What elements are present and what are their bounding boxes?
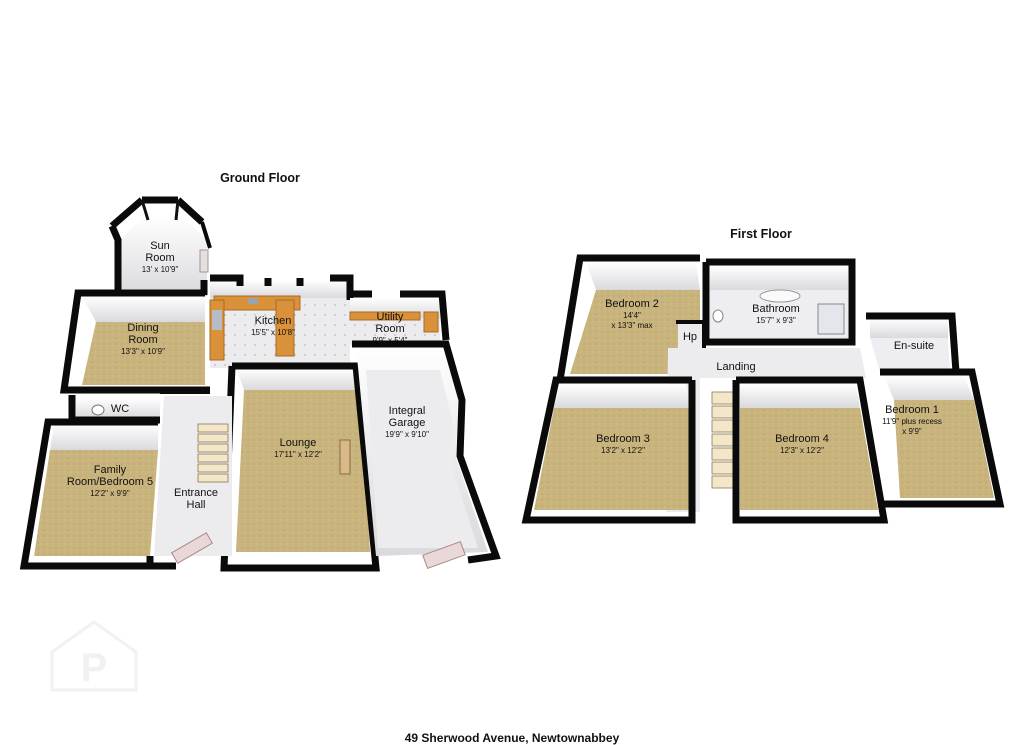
garage-label-2: Garage — [389, 417, 426, 429]
en-suite-label: En-suite — [894, 340, 934, 352]
wc: WC — [68, 395, 160, 424]
ground-floor-plan: Ground Floor Sun Room 13' x 10'9" Dining… — [19, 171, 501, 572]
en-suite: En-suite — [866, 312, 960, 373]
first-floor-title: First Floor — [730, 227, 792, 241]
dining-room: Dining Room 13'3" x 10'9" — [59, 289, 210, 394]
dining-room-label-1: Dining — [127, 322, 158, 334]
garage-dims: 19'9" x 9'10" — [385, 430, 429, 439]
bedroom-1-dims-1: 11'9" plus recess — [882, 417, 942, 426]
ground-floor-title: Ground Floor — [220, 171, 300, 185]
bedroom-4: Bedroom 4 12'3" x 12'2" — [732, 376, 889, 524]
garage-label-1: Integral — [389, 405, 426, 417]
lounge-label: Lounge — [280, 437, 317, 449]
bedroom-2: Bedroom 2 14'4" x 13'3" max — [555, 254, 700, 384]
bedroom-3-dims: 13'2" x 12'2" — [601, 446, 645, 455]
lounge: Lounge 17'11" x 12'2" — [220, 362, 380, 572]
sun-room-label-2: Room — [145, 252, 174, 264]
dining-room-dims: 13'3" x 10'9" — [121, 347, 165, 356]
kitchen: Kitchen 15'5" x 10'8" — [200, 274, 354, 368]
dining-room-label-2: Room — [128, 334, 157, 346]
family-room-label-2: Room/Bedroom 5 — [67, 476, 153, 488]
address-caption: 49 Sherwood Avenue, Newtownabbey — [405, 731, 620, 745]
sun-room-label-1: Sun — [150, 240, 170, 252]
family-room-label-1: Family — [94, 464, 127, 476]
entrance-hall-label-1: Entrance — [174, 487, 218, 499]
bedroom-2-label: Bedroom 2 — [605, 298, 659, 310]
bedroom-1-dims-2: x 9'9" — [902, 427, 922, 436]
bathroom-label: Bathroom — [752, 303, 800, 315]
kitchen-label: Kitchen — [255, 315, 292, 327]
utility-room-label-2: Room — [375, 323, 404, 335]
bedroom-2-dims-2: x 13'3" max — [611, 321, 652, 330]
bedroom-2-dims-1: 14'4" — [623, 311, 641, 320]
sun-room-dims: 13' x 10'9" — [142, 265, 179, 274]
integral-garage: Integral Garage 19'9" x 9'10" — [352, 340, 501, 570]
bedroom-4-dims: 12'3" x 12'2" — [780, 446, 824, 455]
watermark-letter: P — [81, 646, 108, 690]
kitchen-dims: 15'5" x 10'8" — [251, 328, 295, 337]
bedroom-3-label: Bedroom 3 — [596, 433, 650, 445]
bathroom: Bathroom 15'7" x 9'3" — [702, 258, 856, 346]
bedroom-4-label: Bedroom 4 — [775, 433, 829, 445]
wc-label: WC — [111, 403, 129, 415]
family-room-dims: 12'2" x 9'9" — [90, 489, 130, 498]
lounge-dims: 17'11" x 12'2" — [274, 450, 322, 459]
bedroom-3: Bedroom 3 13'2" x 12'2" — [521, 376, 696, 524]
watermark-logo: P — [50, 620, 138, 692]
bedroom-1-label: Bedroom 1 — [885, 404, 939, 416]
first-floor-plan: First Floor Bedroom 2 14'4" x 13'3" max … — [521, 227, 1005, 524]
bedroom-1: Bedroom 1 11'9" plus recess x 9'9" — [878, 368, 1005, 508]
entrance-hall: Entrance Hall — [146, 390, 232, 570]
sun-room: Sun Room 13' x 10'9" — [108, 196, 212, 296]
utility-room: Utility Room 9'9" x 5'4" — [349, 290, 450, 345]
entrance-hall-label-2: Hall — [187, 499, 206, 511]
bathroom-dims: 15'7" x 9'3" — [756, 316, 796, 325]
family-room: Family Room/Bedroom 5 12'2" x 9'9" — [19, 418, 158, 570]
hot-press: Hp — [676, 320, 706, 350]
hp-label: Hp — [683, 331, 697, 343]
landing-label: Landing — [716, 361, 755, 373]
utility-room-label-1: Utility — [377, 311, 404, 323]
